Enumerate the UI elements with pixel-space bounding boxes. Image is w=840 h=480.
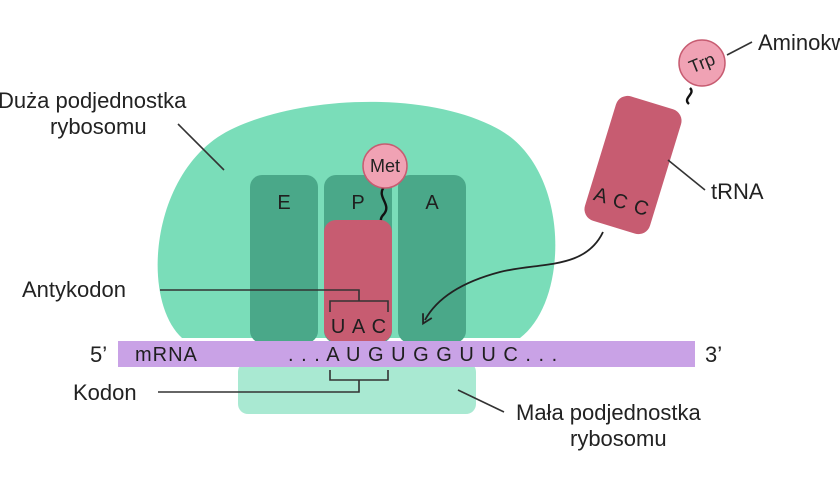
mrna-sequence: . . . A U G U G G U U C . . . bbox=[288, 344, 558, 366]
anticodon-pointer-line bbox=[160, 289, 360, 301]
e-site-label: E bbox=[277, 192, 290, 214]
amino-acid-pointer-line bbox=[726, 41, 753, 56]
codon-pointer-line bbox=[158, 380, 360, 393]
large-subunit-pointer-line bbox=[177, 123, 225, 171]
mrna-label: mRNA bbox=[135, 344, 198, 366]
large-subunit-label-line2: rybosomu bbox=[50, 114, 147, 139]
p-site-label: P bbox=[351, 192, 364, 214]
small-subunit-label-line2: rybosomu bbox=[570, 426, 667, 451]
small-subunit-pointer-line bbox=[457, 389, 505, 413]
trna-label: tRNA bbox=[711, 179, 764, 204]
incoming-trna bbox=[584, 95, 682, 235]
amino-acid-label: Aminokwas bbox=[758, 30, 840, 55]
entry-arrow bbox=[422, 231, 604, 326]
trna-pointer-line bbox=[667, 159, 706, 191]
small-subunit-label-line1: Mała podjednostka bbox=[516, 400, 701, 425]
five-prime-label: 5’ bbox=[90, 342, 107, 367]
met-amino-acid bbox=[362, 143, 408, 189]
mrna-strand bbox=[118, 341, 695, 367]
small-ribosomal-subunit bbox=[238, 362, 476, 414]
bound-trna bbox=[324, 220, 392, 342]
incoming-trna-linker bbox=[685, 87, 693, 105]
large-subunit-label-line1: Duża podjednostka bbox=[0, 88, 187, 113]
incoming-trna-group: A C C bbox=[584, 95, 682, 235]
three-prime-label: 3’ bbox=[705, 342, 722, 367]
a-site-label: A bbox=[425, 192, 439, 214]
bound-anticodon-sequence: U A C bbox=[331, 316, 387, 338]
e-site bbox=[250, 175, 318, 343]
anticodon-label: Antykodon bbox=[22, 277, 126, 302]
codon-label: Kodon bbox=[73, 380, 137, 405]
met-label: Met bbox=[370, 156, 400, 176]
trp-amino-acid bbox=[678, 39, 726, 87]
a-site bbox=[398, 175, 466, 343]
